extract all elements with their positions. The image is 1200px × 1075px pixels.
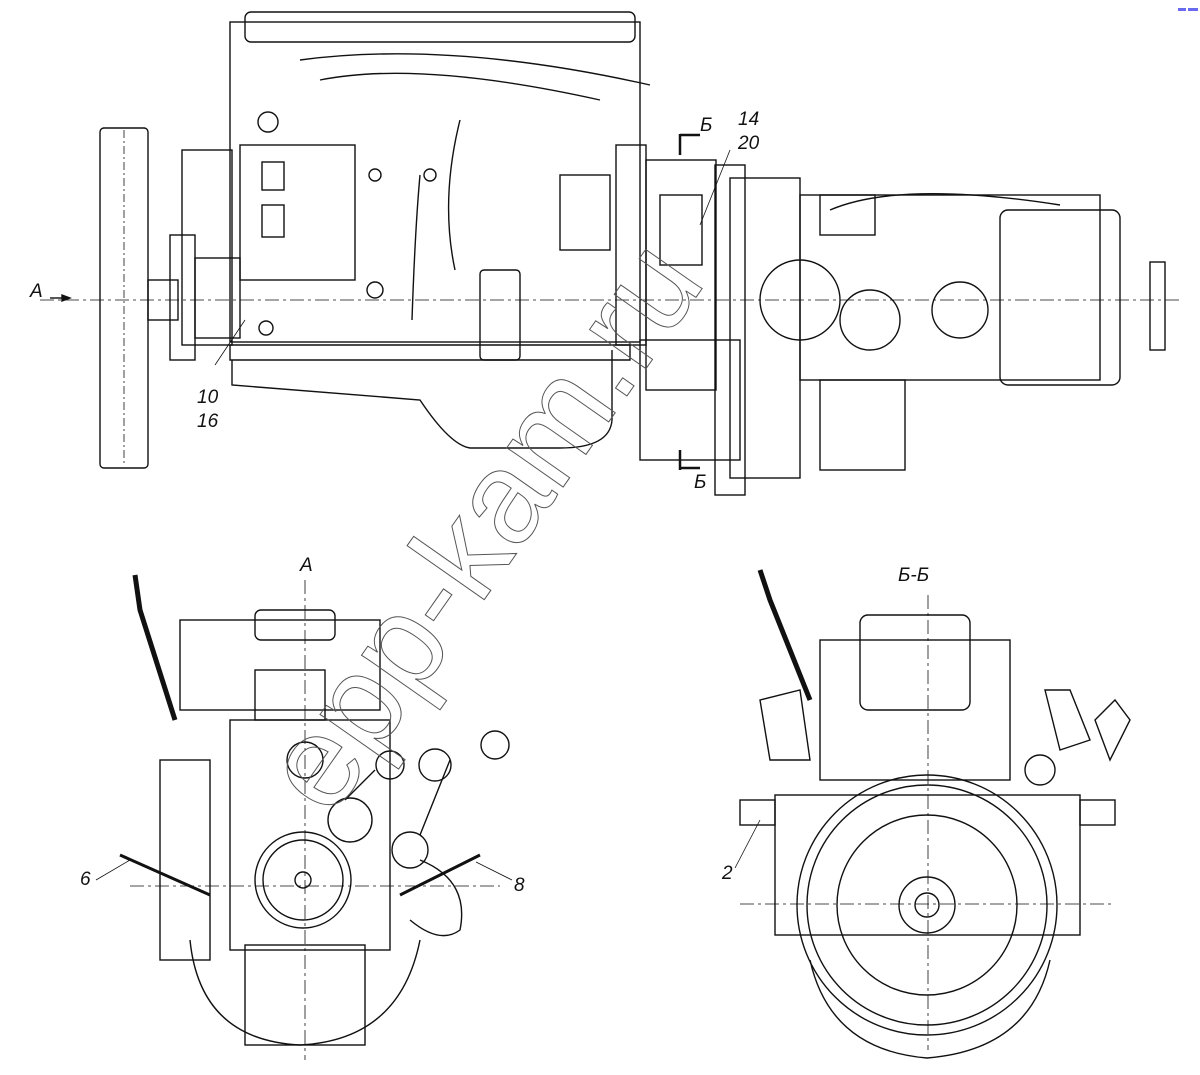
front-view-title: А bbox=[300, 555, 313, 576]
callout-10: 10 bbox=[197, 387, 219, 408]
side-view-engine bbox=[40, 11, 1180, 496]
section-view-bb bbox=[739, 569, 1131, 1059]
callout-16: 16 bbox=[197, 411, 219, 432]
section-mark-bottom: Б bbox=[694, 472, 707, 493]
view-arrow-label: А bbox=[30, 281, 43, 302]
callout-14: 14 bbox=[738, 109, 760, 130]
callout-2: 2 bbox=[722, 863, 733, 884]
callout-20: 20 bbox=[738, 133, 760, 154]
leader-lines bbox=[95, 819, 761, 881]
callout-8: 8 bbox=[514, 875, 525, 896]
section-view-title: Б-Б bbox=[898, 565, 930, 586]
callout-6: 6 bbox=[80, 869, 91, 890]
corner-mark bbox=[1178, 6, 1200, 11]
front-view-a bbox=[119, 574, 510, 1060]
section-mark-top: Б bbox=[700, 115, 713, 136]
